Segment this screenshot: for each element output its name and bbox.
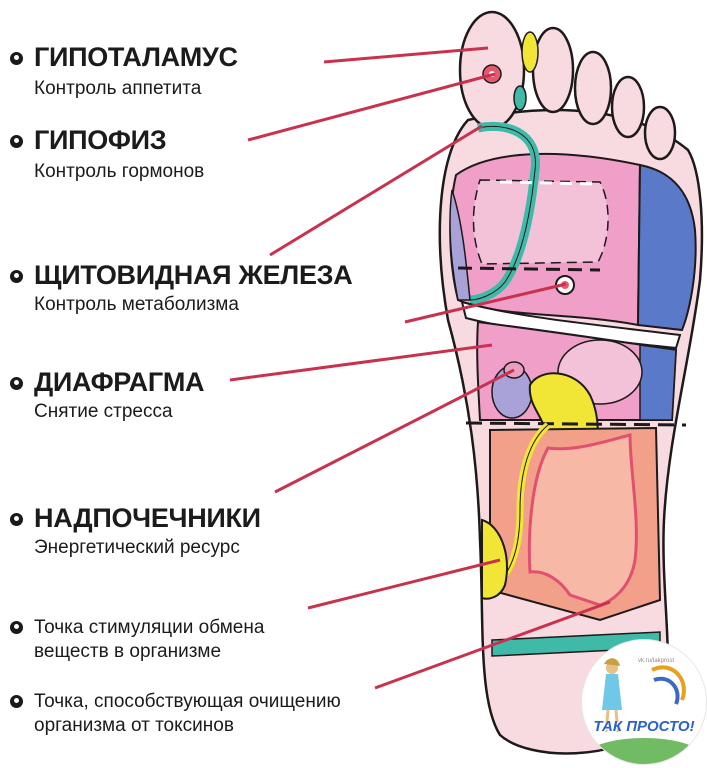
thyroid-teal-outline: [469, 125, 536, 301]
spine-lavender-zone: [449, 189, 471, 301]
lateral-blue-zone: [636, 163, 697, 332]
bullet-icon: [10, 52, 23, 65]
pointer-thyroid-point: [404, 282, 567, 324]
label-title: ГИПОТАЛАМУС: [34, 42, 238, 72]
logo-url: vk.ru/takprost: [638, 658, 675, 664]
tak-prosto-logo[interactable]: vk.ru/takprost ТАК ПРОСТО!: [582, 640, 706, 764]
note-line: Точка, способствующая очищению: [34, 691, 341, 712]
dashed-line-waist: [465, 421, 687, 427]
bullet-icon: [10, 135, 23, 148]
label-title: ЩИТОВИДНАЯ ЖЕЛЕЗА: [34, 260, 353, 290]
colon-outline: [527, 433, 638, 607]
toe-tip-yellow: [521, 31, 539, 73]
bullet-icon: [10, 513, 23, 526]
logo-illustration: [584, 658, 704, 764]
pointer-pituitary: [247, 72, 496, 142]
toe-4: [610, 75, 646, 139]
bullet-icon: [10, 377, 23, 390]
label-subtitle: Контроль гормонов: [34, 161, 205, 182]
label-title: ДИАФРАГМА: [34, 367, 205, 397]
pointer-hypothalamus: [323, 46, 489, 64]
dashed-line-forefoot: [457, 266, 601, 272]
toe-5: [643, 105, 677, 161]
note-line: Точка стимуляции обмена: [34, 617, 265, 638]
label-subtitle: Контроль метаболизма: [34, 294, 239, 315]
logo-text: ТАК ПРОСТО!: [593, 718, 695, 735]
pointer-thyroid-curve: [269, 124, 483, 257]
pointer-metabolism: [307, 558, 501, 610]
label-subtitle: Контроль аппетита: [34, 78, 202, 99]
label-subtitle: Энергетический ресурс: [34, 537, 240, 558]
toe-3: [573, 50, 613, 126]
pointer-adrenal: [274, 368, 515, 494]
bullet-icon: [10, 621, 23, 634]
bullet-icon: [10, 270, 23, 283]
note-line: веществ в организме: [34, 641, 222, 662]
bullet-icon: [10, 695, 23, 708]
note-line: организма от токсинов: [34, 715, 234, 736]
pointer-toxins: [374, 600, 611, 690]
toe-2: [531, 26, 575, 114]
ureter-yellow-outline: [504, 424, 549, 576]
toe-base-teal: [513, 85, 527, 111]
bladder-yellow-zone: [481, 518, 509, 600]
pointer-diaphragm: [229, 343, 493, 382]
dashed-line-toe: [499, 180, 601, 186]
midfoot-blue-zone: [639, 344, 677, 421]
label-subtitle: Снятие стресса: [34, 401, 173, 422]
label-title: ГИПОФИЗ: [34, 125, 167, 155]
label-title: НАДПОЧЕЧНИКИ: [34, 503, 261, 533]
lung-zone: [472, 179, 609, 265]
